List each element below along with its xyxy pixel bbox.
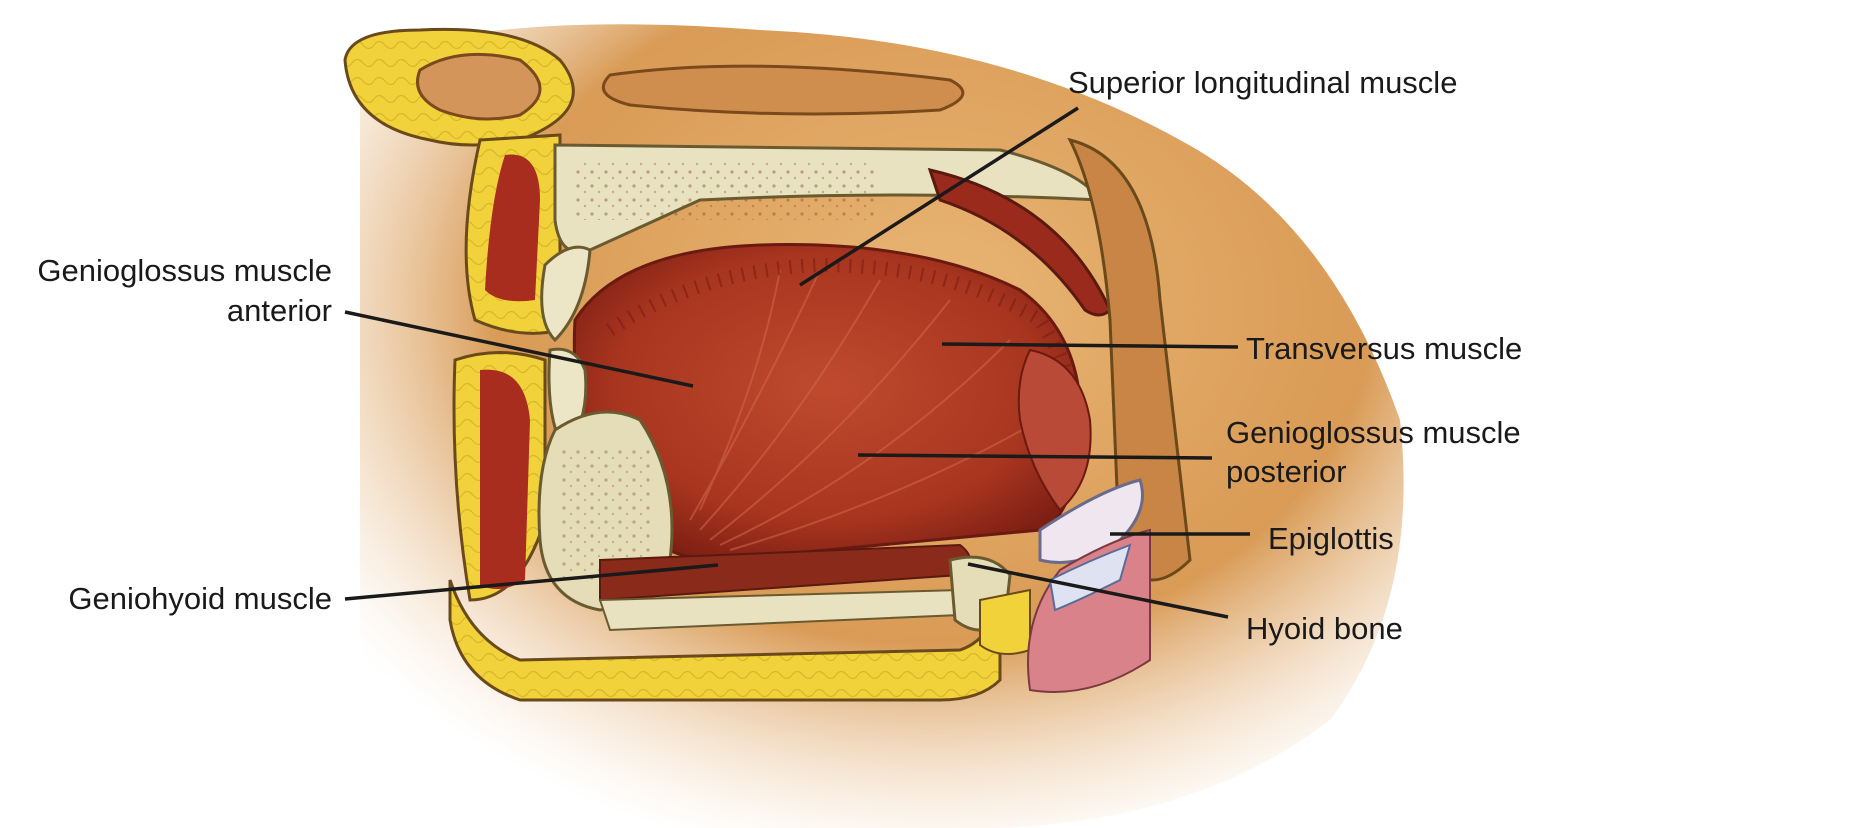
label-geniohyoid: Geniohyoid muscle [68,580,332,618]
label-hyoid: Hyoid bone [1246,610,1403,648]
label-epiglottis: Epiglottis [1268,520,1394,558]
thyroid-region [980,590,1030,654]
label-transversus: Transversus muscle [1246,330,1522,368]
lower-lip-muscle [480,370,530,589]
label-genioglossus-anterior-line2: anterior [227,292,332,330]
label-genioglossus-posterior-line1: Genioglossus muscle [1226,414,1521,452]
label-genioglossus-anterior-line1: Genioglossus muscle [37,252,332,290]
label-genioglossus-posterior-line2: posterior [1226,453,1347,491]
nasal-cavity [418,54,541,119]
label-superior-longitudinal: Superior longitudinal muscle [1068,64,1457,102]
